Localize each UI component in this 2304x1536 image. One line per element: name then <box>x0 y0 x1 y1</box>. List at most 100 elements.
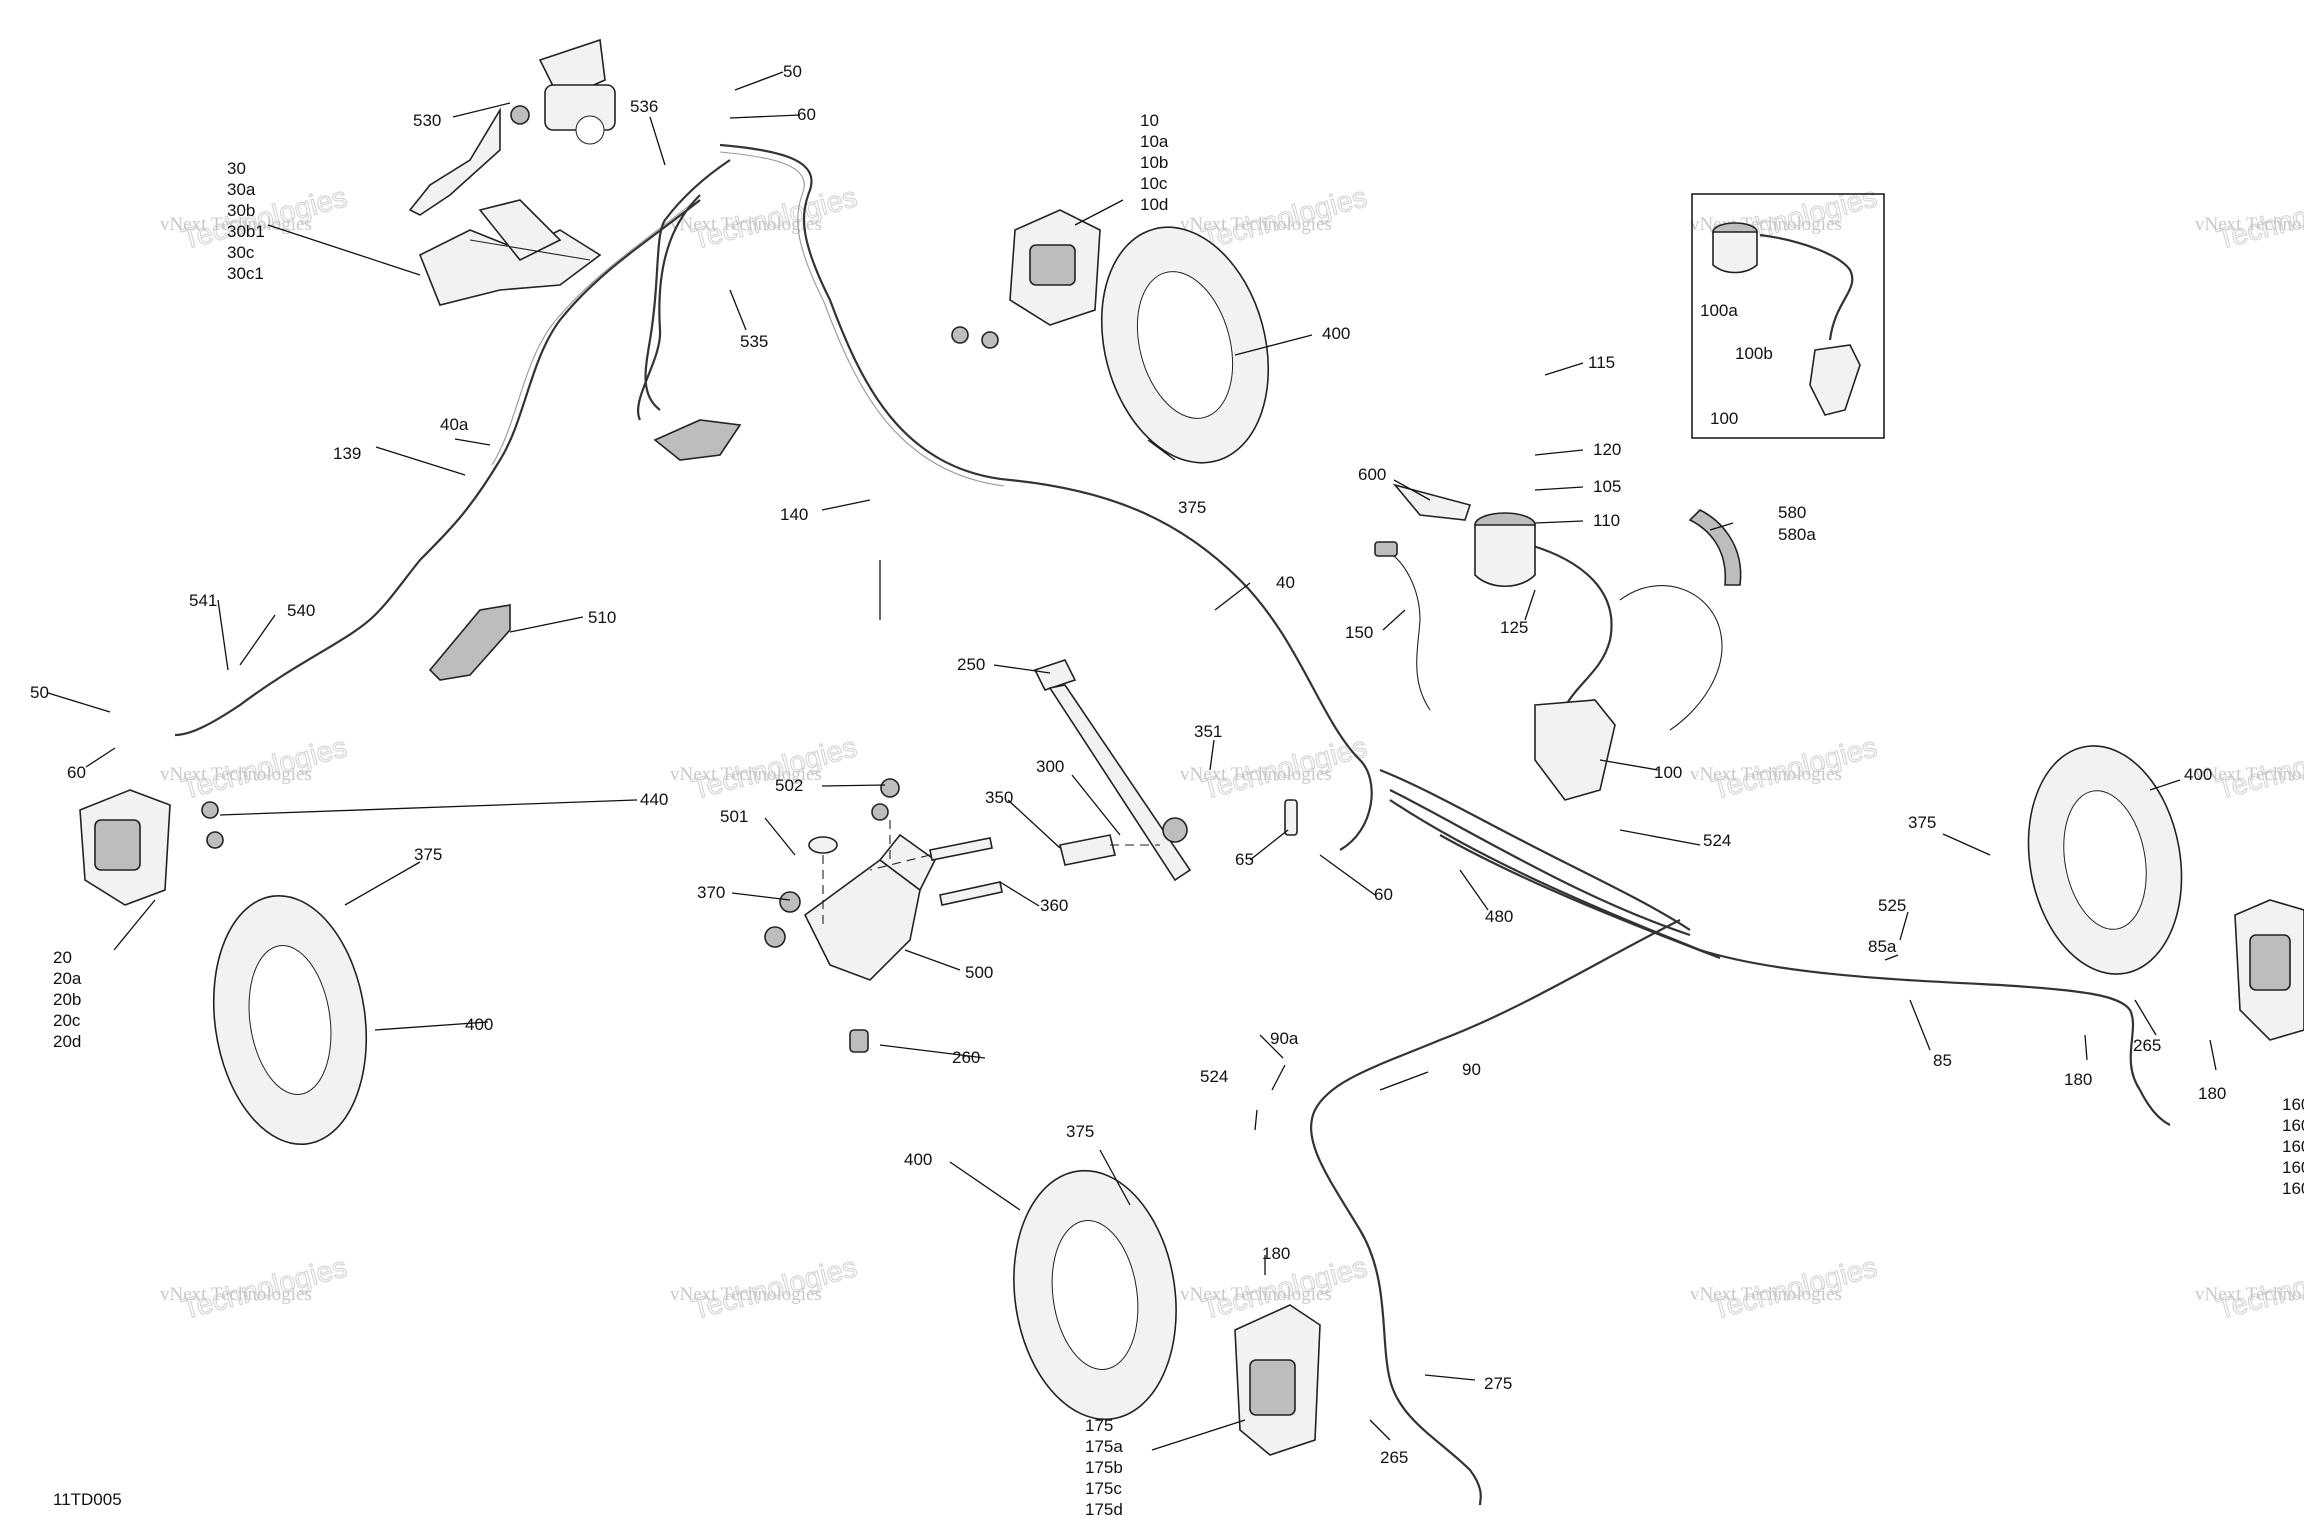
callout-375-left: 375 <box>414 845 442 864</box>
callout-580: 580 <box>1778 503 1806 522</box>
callout-65: 65 <box>1235 850 1254 869</box>
svg-text:vNext Technologies: vNext Technologies <box>1180 764 1332 785</box>
callout-300: 300 <box>1036 757 1064 776</box>
banjo-65 <box>1284 799 1298 836</box>
callout-100b: 100b <box>1735 344 1773 363</box>
callout-10c: 10c <box>1140 174 1168 193</box>
callout-20d: 20d <box>53 1032 81 1051</box>
callout-351: 351 <box>1194 722 1222 741</box>
callout-10: 10 <box>1140 111 1159 130</box>
callout-375-top: 375 <box>1178 498 1206 517</box>
bushing-370b <box>764 926 786 948</box>
callout-100: 100 <box>1654 763 1682 782</box>
hose-bracket <box>653 419 742 461</box>
svg-text:vNext Technologies: vNext Technologies <box>160 764 312 785</box>
callout-400-right: 400 <box>2184 765 2212 784</box>
bolt-360b <box>939 881 1003 906</box>
inset-box-100 <box>1691 193 1885 439</box>
brake-disc-right <box>2027 745 2183 975</box>
svg-text:vNext Technologies: vNext Technologies <box>670 214 822 235</box>
callout-20c: 20c <box>53 1011 81 1030</box>
callout-440: 440 <box>640 790 668 809</box>
alignment-lines <box>822 820 1160 930</box>
parts-layer <box>79 38 2304 1456</box>
callout-139: 139 <box>333 444 361 463</box>
sensor-connector <box>1374 541 1398 557</box>
front-left-line-inner <box>491 204 691 466</box>
callout-530: 530 <box>413 111 441 130</box>
callout-10a: 10a <box>1140 132 1169 151</box>
cross-hose-a <box>1379 768 1691 931</box>
callout-30c: 30c <box>227 243 255 262</box>
callout-50-top: 50 <box>783 62 802 81</box>
callout-536: 536 <box>630 97 658 116</box>
bolt-360a <box>929 837 993 861</box>
callout-40a: 40a <box>440 415 469 434</box>
callout-524-lower: 524 <box>1200 1067 1228 1086</box>
callout-160-a: 160 <box>2282 1095 2304 1114</box>
watermark: Technologies vNext Technologies <box>670 731 861 807</box>
callout-524-upper: 524 <box>1703 831 1731 850</box>
callout-501: 501 <box>720 807 748 826</box>
callout-85: 85 <box>1933 1051 1952 1070</box>
callout-60-center: 60 <box>1374 885 1393 904</box>
lever-hose <box>644 159 731 411</box>
callout-175c: 175c <box>1085 1479 1122 1498</box>
callout-375-bottom: 375 <box>1066 1122 1094 1141</box>
callout-275: 275 <box>1484 1374 1512 1393</box>
callout-250: 250 <box>957 655 985 674</box>
master-cylinder <box>408 38 616 216</box>
leader-lines <box>47 71 2217 1451</box>
watermark: Technologies vNext Technologies <box>160 1251 351 1327</box>
pivot-350 <box>1059 834 1116 866</box>
watermark: Technologies vNext Technologies <box>2195 181 2304 257</box>
callout-60-top: 60 <box>797 105 816 124</box>
callout-105: 105 <box>1593 477 1621 496</box>
hose-580 <box>1688 509 1742 586</box>
callout-360: 360 <box>1040 896 1068 915</box>
callout-510: 510 <box>588 608 616 627</box>
brake-pedal <box>1033 659 1192 882</box>
brake-line-90 <box>1309 919 1681 1506</box>
callout-265-bottom: 265 <box>1380 1448 1408 1467</box>
callout-480: 480 <box>1485 907 1513 926</box>
nut-502a <box>880 778 900 798</box>
svg-text:vNext Technologies: vNext Technologies <box>670 1284 822 1305</box>
callout-265-right: 265 <box>2133 1036 2161 1055</box>
callout-10b: 10b <box>1140 153 1168 172</box>
callout-580a: 580a <box>1778 525 1816 544</box>
callout-350: 350 <box>985 788 1013 807</box>
callout-30b: 30b <box>227 201 255 220</box>
callout-40: 40 <box>1276 573 1295 592</box>
guard-600 <box>1392 483 1472 521</box>
svg-text:vNext Technologies: vNext Technologies <box>1690 764 1842 785</box>
callout-175: 175 <box>1085 1416 1113 1435</box>
callout-160-c: 160 <box>2282 1137 2304 1156</box>
switch-260 <box>849 1029 869 1053</box>
callout-600: 600 <box>1358 465 1386 484</box>
watermark: Technologies vNext Technologies <box>2195 1251 2304 1327</box>
callout-90a: 90a <box>1270 1029 1299 1048</box>
callout-175d: 175d <box>1085 1500 1123 1519</box>
callout-175b: 175b <box>1085 1458 1123 1477</box>
lever-hose-b <box>637 194 701 421</box>
caliper-175 <box>1234 1304 1321 1456</box>
bumper-501 <box>808 836 838 854</box>
caliper-10 <box>951 209 1101 349</box>
svg-text:vNext Technologies: vNext Technologies <box>1180 1284 1332 1305</box>
callout-20b: 20b <box>53 990 81 1009</box>
callout-175a: 175a <box>1085 1437 1123 1456</box>
brake-disc-top <box>1100 226 1270 464</box>
bracket-30 <box>418 199 602 306</box>
brake-line-85b <box>1439 834 1721 960</box>
brake-line-40-inner <box>719 151 1005 487</box>
callout-400-top: 400 <box>1322 324 1350 343</box>
svg-text:vNext Technologies: vNext Technologies <box>1180 214 1332 235</box>
hose-580-ghost <box>1619 585 1723 731</box>
callout-180-right-b: 180 <box>2198 1084 2226 1103</box>
callout-540: 540 <box>287 601 315 620</box>
callout-180-bottom: 180 <box>1262 1244 1290 1263</box>
svg-text:vNext Technologies: vNext Technologies <box>2195 764 2304 785</box>
watermark: Technologies vNext Technologies <box>670 181 861 257</box>
